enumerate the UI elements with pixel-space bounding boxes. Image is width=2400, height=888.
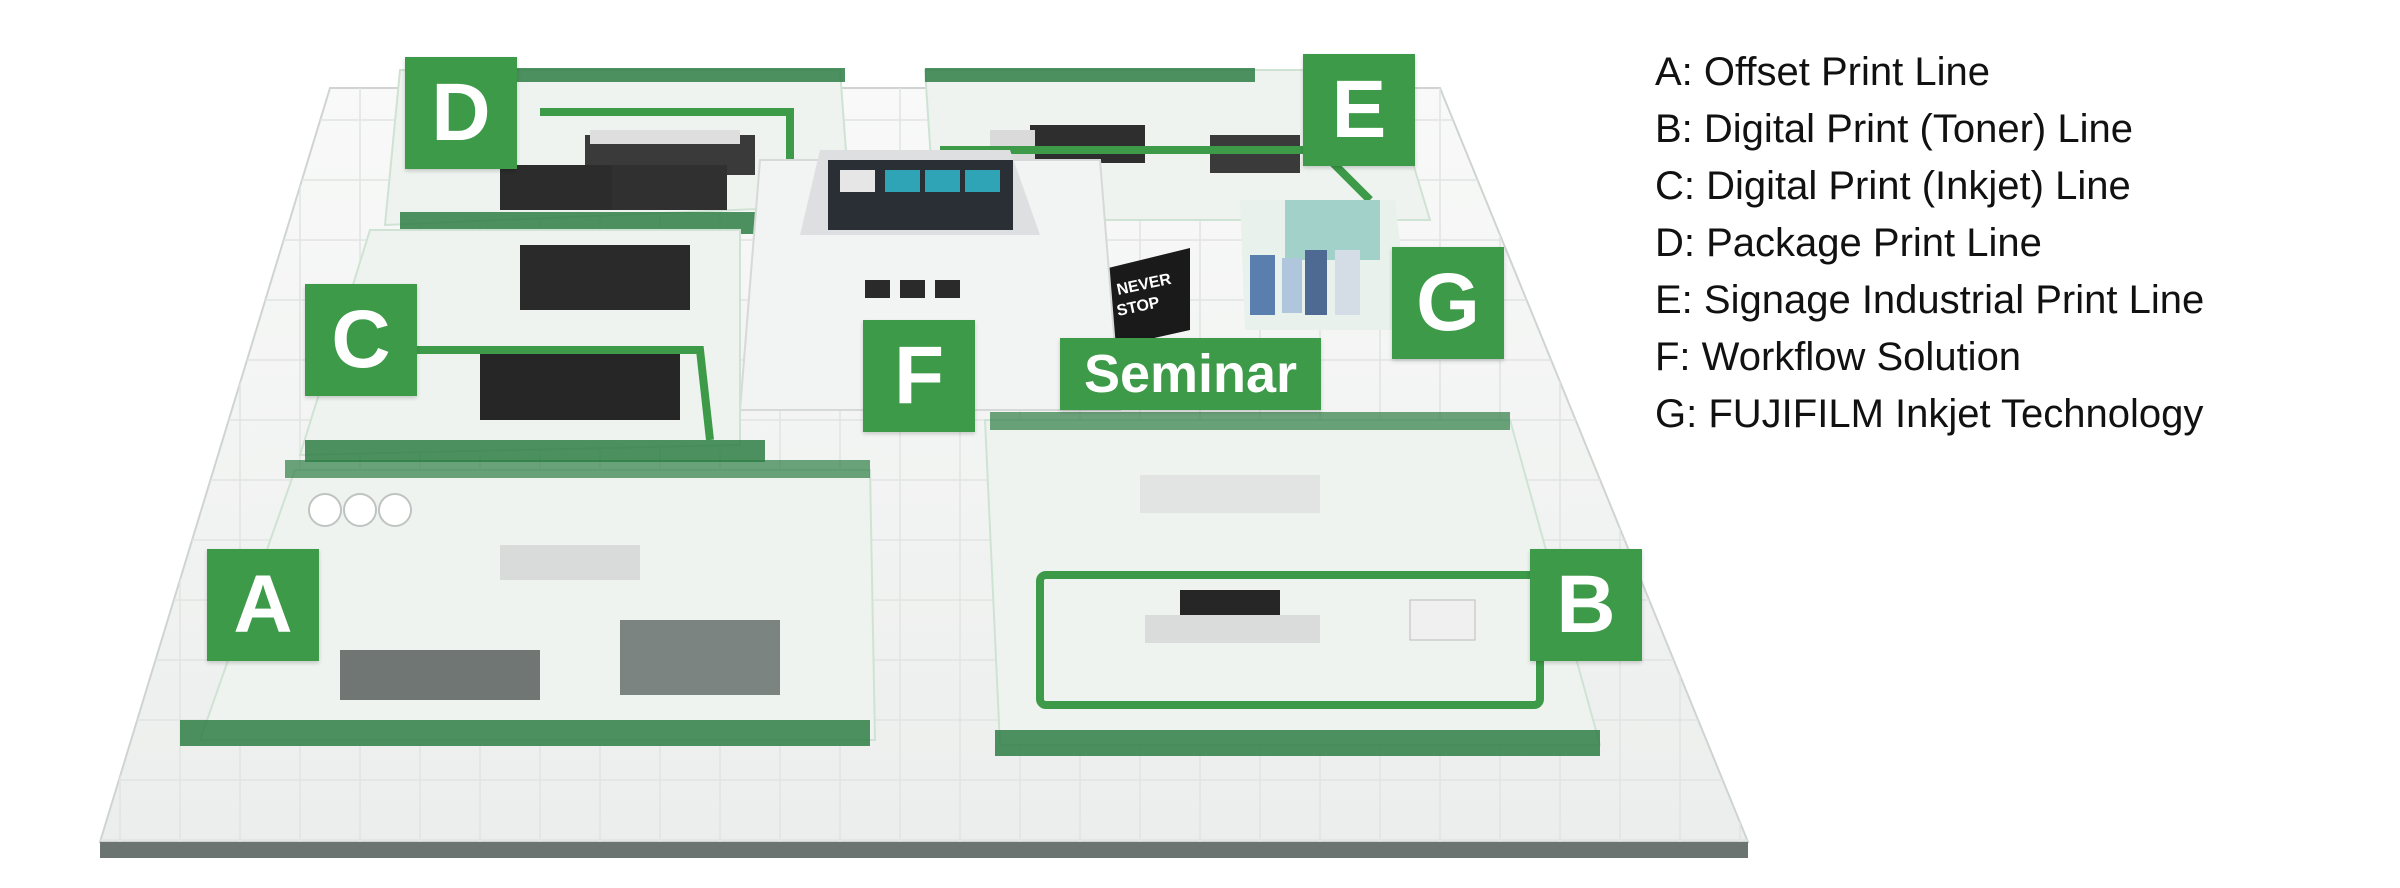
legend-item-d: D: Package Print Line xyxy=(1655,221,2042,265)
zone-a-area xyxy=(180,460,877,746)
zone-label-b: B xyxy=(1530,549,1642,661)
zone-label-f: F xyxy=(863,320,975,432)
zone-legend: A: Offset Print Line B: Digital Print (T… xyxy=(1655,44,2204,443)
legend-item-c: C: Digital Print (Inkjet) Line xyxy=(1655,164,2131,208)
legend-item-e: E: Signage Industrial Print Line xyxy=(1655,278,2205,322)
zone-label-e: E xyxy=(1303,54,1415,166)
zone-g-area xyxy=(1240,200,1410,330)
never-stop-booth-sign: NEVER STOP xyxy=(1100,248,1190,350)
zone-label-d: D xyxy=(405,57,517,169)
zone-f-stage xyxy=(738,150,1122,411)
legend-item-f: F: Workflow Solution xyxy=(1655,335,2022,379)
legend-item-a: A: Offset Print Line xyxy=(1655,50,1990,94)
zone-label-a: A xyxy=(207,549,319,661)
zone-label-c: C xyxy=(305,284,417,396)
legend-item-g: G: FUJIFILM Inkjet Technology xyxy=(1655,392,2204,436)
legend-item-b: B: Digital Print (Toner) Line xyxy=(1655,107,2133,151)
zone-label-g: G xyxy=(1392,247,1504,359)
zone-label-seminar: Seminar xyxy=(1060,338,1321,410)
zone-b-area xyxy=(983,412,1602,756)
